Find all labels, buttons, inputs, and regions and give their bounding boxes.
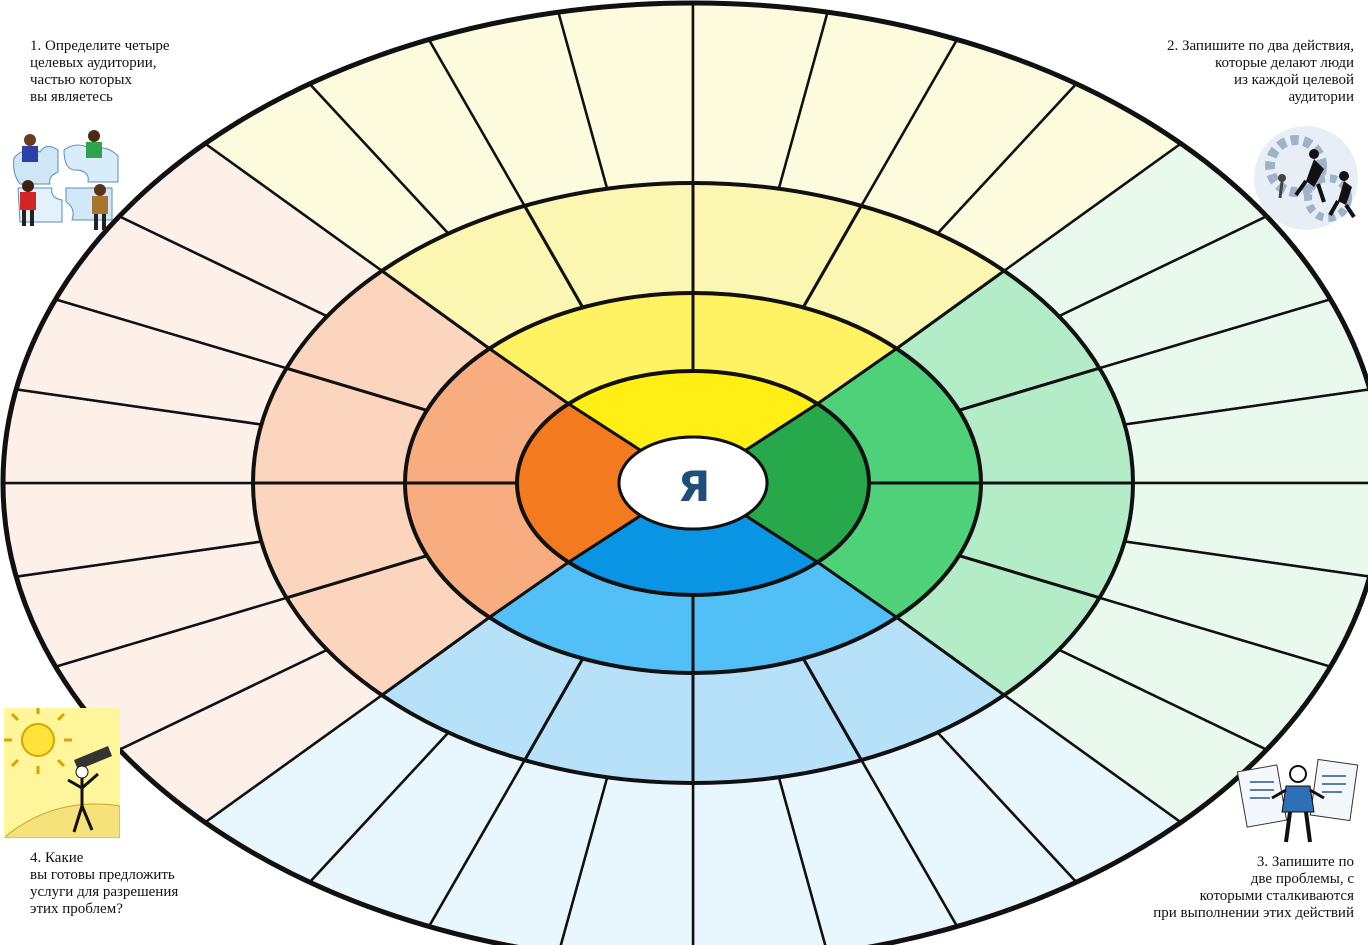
people-puzzle-icon [8,128,126,236]
documents-person-icon [1236,756,1360,848]
gears-people-icon [1248,118,1364,234]
sun-telescope-icon [4,708,120,838]
center-label-me: Я [620,438,768,534]
step-3-instruction: 3. Запишите по две проблемы, с которыми … [1153,854,1354,922]
step-2-instruction: 2. Запишите по два действия, которые дел… [1167,38,1354,106]
step-4-instruction: 4. Какие вы готовы предложить услуги для… [30,850,178,918]
step-1-instruction: 1. Определите четыре целевых аудитории, … [30,38,170,106]
